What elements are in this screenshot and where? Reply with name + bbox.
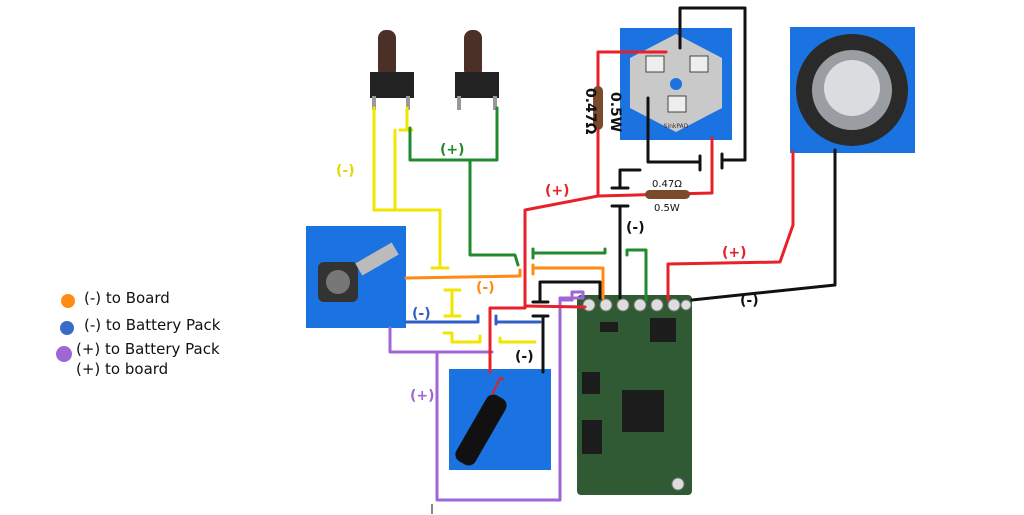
legend-dot-orange <box>61 294 75 308</box>
purple-wires <box>388 290 585 502</box>
controller-board <box>577 295 692 495</box>
blue-wires <box>404 314 542 326</box>
legend-item-3: (+) to Battery Pack <box>76 340 220 358</box>
label-black-neg-battery: (-) <box>515 349 534 365</box>
legend-item-4: (+) to board <box>76 360 168 378</box>
green-wires <box>408 106 648 302</box>
resistor-horizontal: 0.47Ω 0.5W <box>645 179 690 214</box>
resistor-horizontal-value: 0.47Ω <box>652 179 682 190</box>
legend-dot-purple <box>56 346 72 362</box>
label-orange-neg: (-) <box>476 280 495 296</box>
speaker-photo <box>790 27 915 153</box>
yellow-wires <box>372 106 537 344</box>
led-board-text: SinkPAD <box>664 123 689 130</box>
black-wires <box>531 6 837 374</box>
resistor-vertical-value: 0.47Ω <box>582 88 598 135</box>
orange-wires <box>404 263 605 300</box>
red-wires <box>488 50 795 374</box>
label-yellow-neg: (-) <box>336 163 355 179</box>
led-star-photo: SinkPAD <box>620 28 732 140</box>
resistor-vertical: 0.47Ω 0.5W <box>582 86 623 135</box>
legend-item-2: (-) to Battery Pack <box>84 316 221 334</box>
label-purple-pos: (+) <box>410 388 435 404</box>
label-blue-neg: (-) <box>412 306 431 322</box>
push-button-1 <box>370 30 414 110</box>
label-red-pos-led: (+) <box>545 183 570 199</box>
label-red-pos-speaker: (+) <box>722 245 747 261</box>
dc-jack-photo <box>306 226 406 328</box>
battery-photo <box>449 369 551 470</box>
legend: (-) to Board (-) to Battery Pack (+) to … <box>56 289 221 378</box>
resistor-horizontal-power: 0.5W <box>654 203 680 214</box>
label-black-neg-led: (-) <box>626 220 645 236</box>
label-black-neg-speaker: (-) <box>740 293 759 309</box>
label-green-pos: (+) <box>440 142 465 158</box>
resistor-vertical-power: 0.5W <box>607 92 623 132</box>
legend-dot-blue <box>60 321 74 335</box>
legend-item-1: (-) to Board <box>84 289 170 307</box>
push-button-2 <box>455 30 499 110</box>
